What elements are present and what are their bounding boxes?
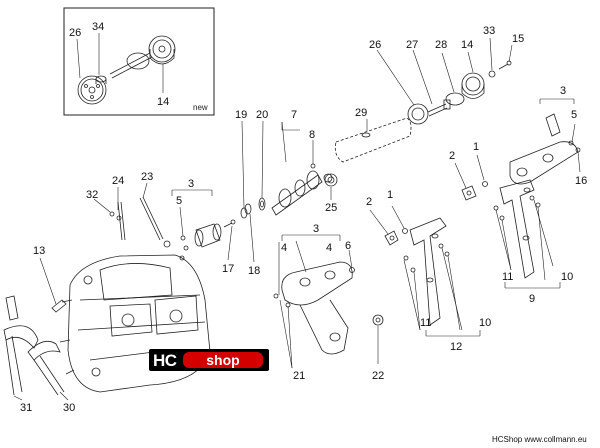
callout-9: 9 [529, 293, 536, 305]
inset-frame [63, 7, 215, 116]
callout-25: 25 [325, 202, 338, 214]
callout-19: 19 [235, 109, 248, 121]
inset-cam-gear [148, 35, 176, 65]
cylinder-head [59, 254, 211, 393]
callout-33: 33 [483, 25, 496, 37]
callout-14-inset: 14 [157, 96, 170, 108]
rocker-support-9 [493, 179, 541, 279]
callout-5-left: 5 [176, 195, 183, 207]
footer-credit: HCShop www.collmann.eu [492, 435, 587, 444]
washer-20 [258, 197, 266, 211]
callout-11-center: 11 [420, 317, 432, 329]
chain-guide-30 [27, 340, 65, 396]
hcshop-watermark: HC shop [149, 349, 269, 371]
callout-29: 29 [355, 107, 368, 119]
callout-17: 17 [222, 263, 235, 275]
callout-10-center: 10 [479, 317, 492, 329]
bolt-13-part [5, 295, 19, 321]
callout-22: 22 [372, 370, 385, 382]
bearing-25 [324, 173, 338, 187]
rocker-arm-center [281, 261, 353, 355]
inset-sprocket-gear [77, 75, 107, 105]
callout-23: 23 [141, 171, 154, 183]
inset-oring [126, 52, 150, 70]
camshaft-cover-29 [334, 117, 412, 163]
sprocket-right [407, 103, 429, 125]
rocker-arm-right [509, 113, 579, 185]
inset-shaft [109, 52, 153, 79]
stud-24 [117, 201, 126, 241]
callout-21: 21 [293, 370, 306, 382]
callout-27: 27 [406, 39, 419, 51]
callout-20: 20 [256, 109, 269, 121]
callout-11-right: 11 [502, 271, 514, 283]
chain-guide-31 [3, 325, 39, 396]
callout-18: 18 [248, 265, 261, 277]
cam-gear-14 [461, 72, 485, 99]
nut-32 [109, 211, 122, 221]
tappet-2-center [384, 230, 399, 246]
callout-24: 24 [112, 175, 125, 187]
callout-8: 8 [309, 129, 316, 141]
callout-4-center-left: 4 [281, 242, 288, 254]
rocker-support-12 [403, 217, 450, 326]
watermark-brand-right: shop [183, 352, 263, 368]
callout-14: 14 [461, 39, 474, 51]
ring-1-center [402, 228, 408, 234]
washer-33 [488, 70, 496, 78]
callout-3-left: 3 [188, 178, 195, 190]
callout-3-right: 3 [560, 85, 567, 97]
inset-spacer [95, 75, 107, 84]
callout-1-right: 1 [473, 141, 480, 153]
callout-4-center-right: 4 [326, 242, 333, 254]
rocker-shaft-left [194, 223, 222, 248]
leader-lines [13, 33, 581, 401]
callout-34-inset: 34 [92, 21, 105, 33]
washer-18 [244, 203, 252, 215]
stud-23 [139, 196, 164, 241]
pin-13 [51, 299, 67, 313]
callout-32: 32 [86, 189, 99, 201]
washer-left [163, 240, 171, 248]
watermark-brand-left: HC [153, 351, 177, 370]
tappet-2-right [461, 185, 477, 201]
callout-12: 12 [450, 341, 463, 353]
callout-16: 16 [575, 175, 588, 187]
callout-1-center: 1 [387, 189, 394, 201]
screw-15 [498, 60, 512, 70]
callout-26-inset: 26 [69, 27, 82, 39]
callout-2-center: 2 [366, 196, 373, 208]
inset-new-label: new [193, 103, 208, 112]
callout-13: 13 [33, 245, 46, 257]
callout-15: 15 [512, 33, 525, 45]
oring-28 [445, 92, 465, 106]
callout-31: 31 [20, 402, 33, 414]
callout-6: 6 [345, 240, 352, 252]
camshaft-7 [271, 170, 333, 216]
callout-26: 26 [369, 39, 382, 51]
callout-7: 7 [291, 109, 298, 121]
callout-30: 30 [63, 402, 76, 414]
bolt-27 [427, 99, 451, 117]
callout-3-center: 3 [313, 223, 320, 235]
pin-8 [310, 163, 316, 169]
ring-22 [372, 314, 384, 326]
washer-17 [223, 219, 236, 228]
ring-1-right [482, 181, 488, 187]
callout-10-right: 10 [561, 271, 574, 283]
callout-5-right: 5 [571, 109, 578, 121]
bolt-center [273, 293, 291, 308]
callout-2-right: 2 [449, 150, 456, 162]
callout-28: 28 [435, 39, 448, 51]
screw-5-left [179, 235, 189, 261]
